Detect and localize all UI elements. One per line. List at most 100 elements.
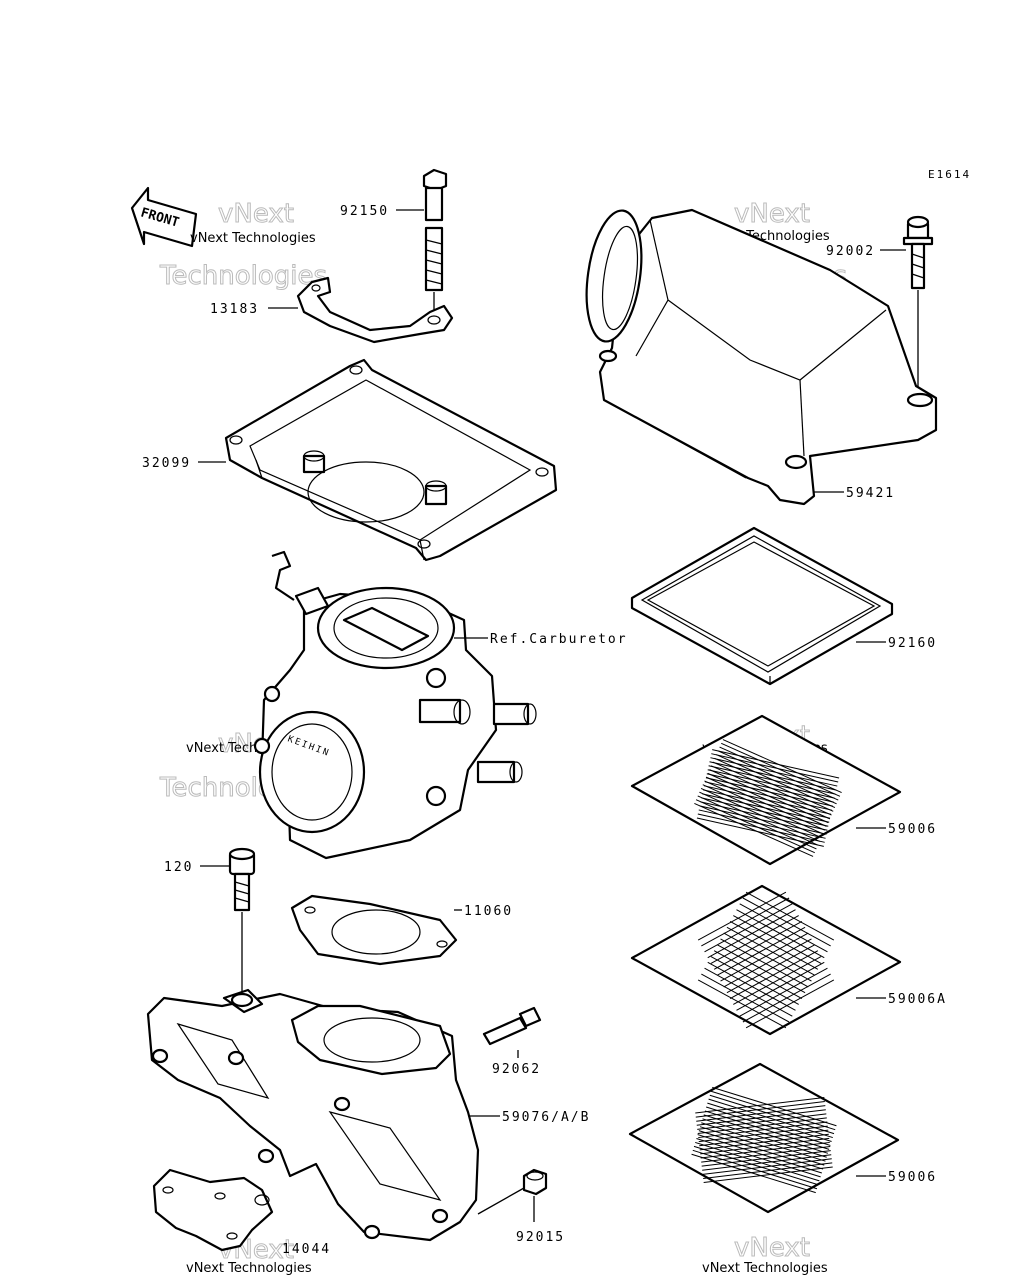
mesh-line — [703, 1114, 829, 1154]
mesh-line — [699, 805, 827, 835]
mesh-line — [712, 749, 840, 779]
label-seal: 92160 — [888, 636, 937, 651]
label-bolt-right: 92002 — [826, 244, 875, 259]
bolt-top — [422, 168, 448, 312]
mesh-line — [705, 777, 833, 807]
mesh-line — [697, 813, 825, 843]
mesh-line — [707, 909, 796, 959]
mesh-line — [702, 1158, 832, 1175]
mesh-line — [697, 1117, 827, 1134]
mesh-line — [729, 950, 819, 1000]
mesh-line — [695, 1096, 825, 1114]
label-air-box-cover: 59421 — [846, 486, 895, 501]
mesh-line — [704, 903, 793, 953]
mesh-line — [745, 979, 835, 1029]
svg-text:Technologies: Technologies — [159, 261, 327, 291]
mesh-line — [694, 802, 814, 857]
mesh-line — [698, 1121, 828, 1139]
mesh-line — [739, 903, 828, 953]
label-screen-upper: 59006 — [888, 822, 937, 837]
screen-upper — [630, 714, 902, 866]
mesh-line — [701, 797, 829, 827]
mesh-line — [707, 769, 835, 799]
label-base-plate: 32099 — [142, 456, 191, 471]
fitting-92062 — [482, 1006, 542, 1058]
mesh-line — [709, 1094, 835, 1135]
mesh-line — [710, 915, 799, 964]
label-bolt-top: 92150 — [340, 204, 389, 219]
mesh-line — [703, 789, 831, 819]
gasket-11060 — [290, 894, 458, 966]
label-carburetor: Ref.Carburetor — [490, 632, 628, 647]
mesh-line — [696, 817, 824, 847]
bracket-13183 — [296, 276, 454, 344]
svg-text:vNext Technologies: vNext Technologies — [702, 1261, 828, 1276]
air-box-cover-59421 — [585, 208, 938, 506]
mesh-line — [699, 1126, 825, 1166]
svg-text:vNext: vNext — [734, 199, 810, 229]
bracket-14044 — [152, 1168, 274, 1252]
mesh-line — [710, 956, 799, 1005]
mesh-line — [733, 915, 822, 964]
carburetor: KEIHIN — [253, 550, 537, 860]
mesh-line — [695, 1141, 820, 1182]
mesh-line — [706, 773, 834, 803]
label-bracket: 13183 — [210, 302, 259, 317]
label-fitting: 92062 — [492, 1062, 541, 1077]
mesh-line — [709, 761, 837, 791]
label-manifold: 59076/A/B — [502, 1110, 590, 1125]
diagram-code: E1614 — [928, 168, 971, 181]
mesh-line — [745, 891, 835, 941]
mesh-line — [693, 1145, 819, 1186]
mesh-line — [696, 1109, 826, 1126]
mesh-line — [726, 926, 815, 976]
screen-lower — [628, 1062, 900, 1214]
mesh-line — [701, 1150, 831, 1167]
mesh-line — [704, 785, 832, 815]
mesh-line — [701, 897, 790, 947]
mesh-line — [696, 1105, 826, 1122]
svg-text:vNext: vNext — [734, 1233, 810, 1263]
mesh-line — [701, 1146, 831, 1163]
mesh-line — [721, 742, 841, 797]
mesh-line — [703, 1162, 833, 1179]
mesh-line — [711, 753, 839, 783]
label-bolt-small: 120 — [164, 860, 193, 875]
label-bracket-lower: 14044 — [282, 1242, 331, 1257]
mesh-line — [695, 799, 815, 854]
manifold-59076 — [146, 988, 480, 1242]
label-screen-middle: 59006A — [888, 992, 947, 1007]
mesh-line — [700, 1141, 830, 1159]
bolt-right — [902, 215, 934, 390]
mesh-line — [736, 961, 825, 1011]
mesh-line — [722, 739, 842, 794]
mesh-line — [698, 1125, 828, 1143]
label-screen-lower: 59006 — [888, 1170, 937, 1185]
mesh-line — [713, 920, 803, 970]
mesh-line — [739, 967, 828, 1017]
mesh-line — [717, 926, 806, 976]
mesh-line — [704, 781, 832, 811]
mesh-line — [699, 1129, 829, 1147]
mesh-line — [699, 1133, 829, 1151]
mesh-line — [708, 1098, 833, 1139]
mesh-line — [697, 891, 787, 941]
mesh-line — [698, 809, 826, 839]
seal-92160 — [630, 526, 894, 686]
mesh-line — [695, 1101, 825, 1118]
svg-text:vNext: vNext — [218, 199, 294, 229]
mesh-line — [703, 1166, 833, 1184]
mesh-line — [702, 793, 830, 823]
bolt-small — [228, 847, 256, 996]
label-nut: 92015 — [516, 1230, 565, 1245]
nut-92015 — [477, 1168, 548, 1222]
mesh-line — [717, 944, 806, 994]
mesh-line — [726, 944, 815, 994]
mesh-line — [742, 973, 831, 1023]
mesh-line — [702, 1154, 832, 1171]
label-gasket: 11060 — [464, 904, 513, 919]
mesh-line — [720, 932, 809, 982]
mesh-line — [708, 765, 836, 795]
mesh-line — [700, 1137, 830, 1155]
front-arrow-icon: FRONT — [130, 186, 198, 248]
